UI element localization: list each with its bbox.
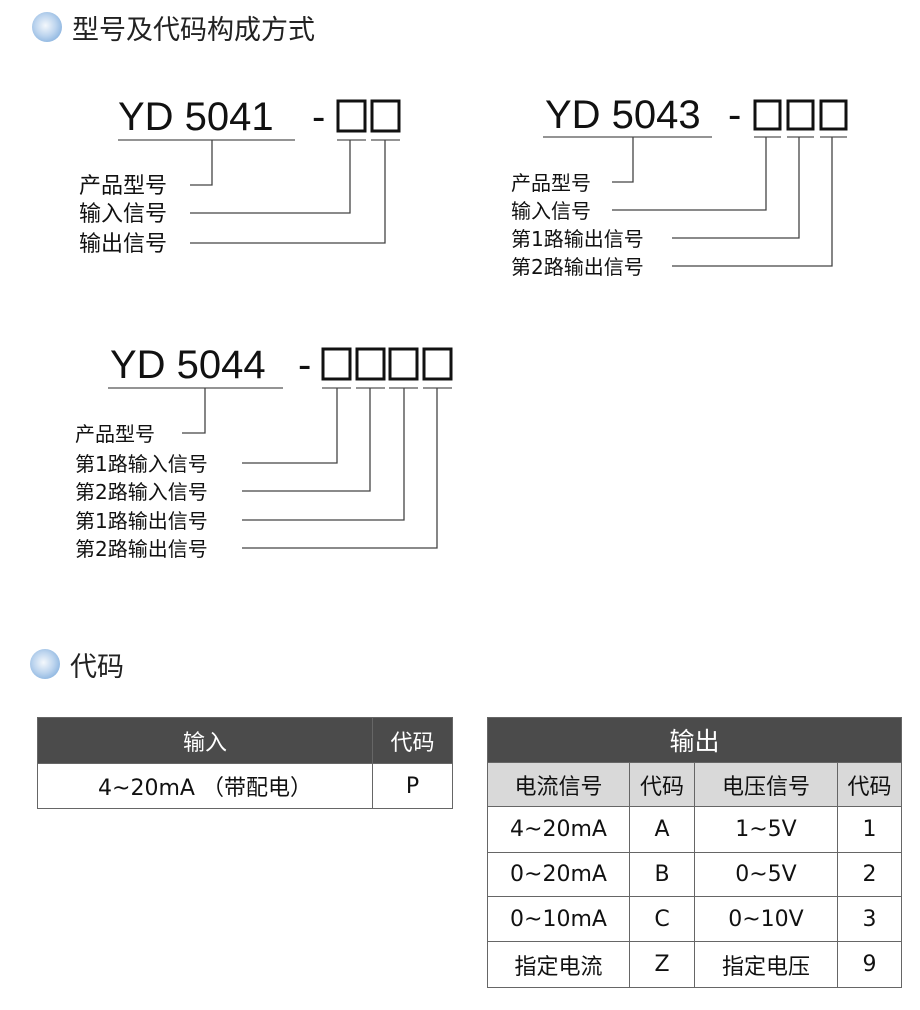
field-label: 产品型号 (75, 422, 155, 446)
code-cell: Z (629, 941, 695, 988)
code-placeholder-box (422, 347, 453, 381)
leader-line (672, 137, 800, 239)
input-code-table: 输入 代码 4~20mA （带配电） P (37, 717, 453, 809)
model-number: YD 5041 (118, 95, 274, 139)
code-cell: 1 (837, 806, 902, 853)
section-title-code: 代码 (70, 652, 124, 683)
dash: - (728, 93, 741, 137)
voltage-signal-header: 电压信号 (694, 762, 838, 807)
field-label: 产品型号 (511, 171, 591, 195)
section-bullet-icon (32, 12, 62, 42)
field-label: 第1路输出信号 (75, 509, 208, 533)
field-label: 输入信号 (79, 202, 167, 227)
leader-line (190, 140, 386, 244)
code-placeholder-box (388, 347, 419, 381)
code-cell: B (629, 852, 695, 897)
current-cell: 4~20mA (487, 806, 630, 853)
current-cell: 0~20mA (487, 852, 630, 897)
field-label: 第1路输入信号 (75, 452, 208, 476)
output-header: 输出 (487, 717, 902, 763)
table-row: 4~20mA （带配电） P (37, 763, 453, 809)
current-cell: 0~10mA (487, 896, 630, 942)
leader-line (190, 140, 351, 214)
dash: - (312, 95, 325, 139)
section-title-model-code: 型号及代码构成方式 (72, 15, 315, 46)
leader-line (190, 140, 213, 186)
leader-line (182, 388, 206, 434)
leader-line (672, 137, 833, 267)
voltage-cell: 0~5V (694, 852, 838, 897)
input-header: 输入 (37, 717, 373, 764)
input-cell: 4~20mA （带配电） (37, 763, 373, 809)
code-header: 代码 (629, 762, 695, 807)
code-placeholder-box (819, 99, 848, 131)
leader-line (242, 388, 405, 521)
code-placeholder-box (355, 347, 386, 381)
leader-line (242, 388, 438, 549)
leader-line (612, 137, 767, 211)
field-label: 第2路输出信号 (75, 537, 208, 561)
code-cell: 2 (837, 852, 902, 897)
code-placeholder-box (753, 99, 782, 131)
code-placeholder-box (786, 99, 815, 131)
code-cell: C (629, 896, 695, 942)
code-placeholder-box (370, 99, 401, 133)
code-cell: 9 (837, 941, 902, 988)
model-number: YD 5043 (545, 93, 701, 137)
code-cell: P (372, 763, 453, 809)
field-label: 第2路输出信号 (511, 255, 644, 279)
current-signal-header: 电流信号 (487, 762, 630, 807)
code-placeholder-box (321, 347, 352, 381)
model-number: YD 5044 (110, 343, 266, 387)
voltage-cell: 0~10V (694, 896, 838, 942)
field-label: 输出信号 (79, 232, 167, 257)
field-label: 第2路输入信号 (75, 480, 208, 504)
code-header: 代码 (837, 762, 902, 807)
field-label: 产品型号 (79, 174, 167, 199)
code-header: 代码 (372, 717, 453, 764)
voltage-cell: 指定电压 (694, 941, 838, 988)
leader-line (242, 388, 338, 464)
code-cell: 3 (837, 896, 902, 942)
voltage-cell: 1~5V (694, 806, 838, 853)
field-label: 输入信号 (511, 199, 591, 223)
leader-line (242, 388, 371, 492)
dash: - (298, 343, 311, 387)
code-placeholder-box (336, 99, 367, 133)
code-cell: A (629, 806, 695, 853)
section-bullet-icon (30, 649, 60, 679)
leader-line (612, 137, 634, 183)
field-label: 第1路输出信号 (511, 227, 644, 251)
current-cell: 指定电流 (487, 941, 630, 988)
output-subheader-row: 电流信号 代码 电压信号 代码 (487, 762, 902, 807)
